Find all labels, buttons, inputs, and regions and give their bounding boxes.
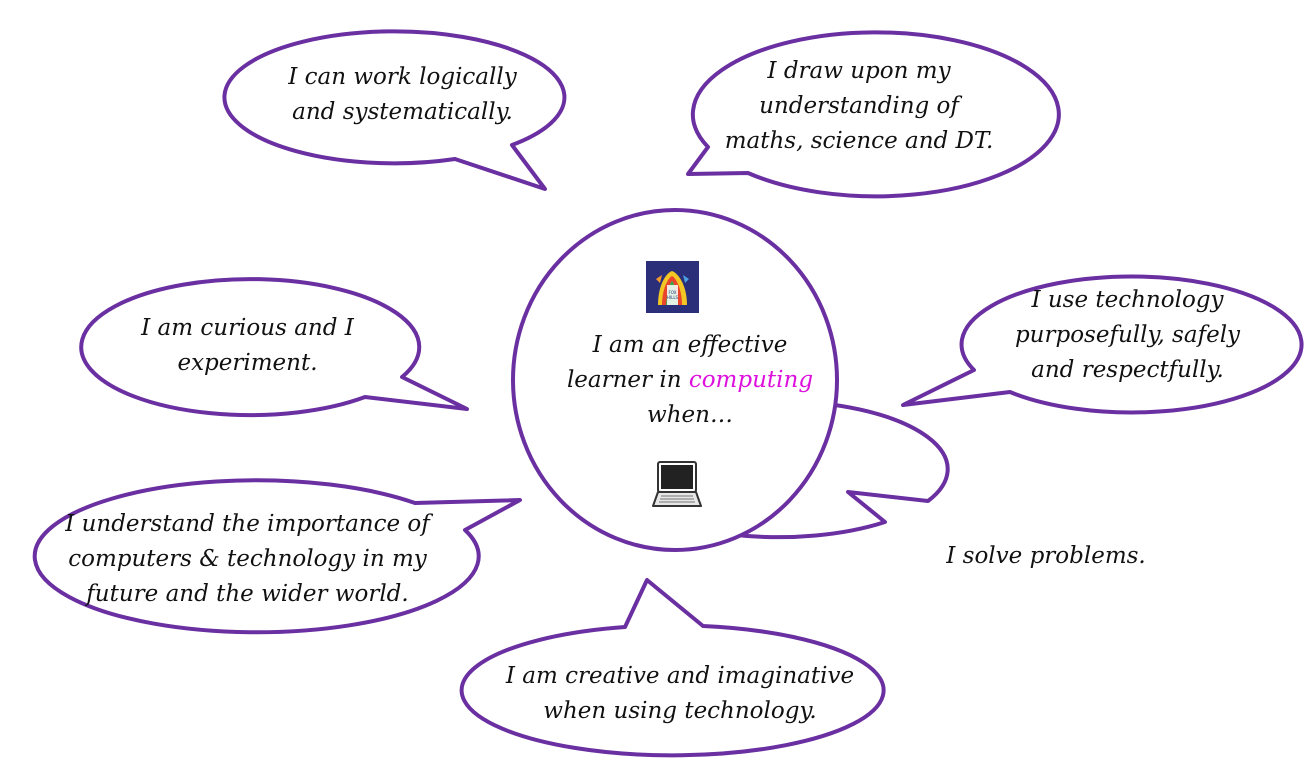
speech-bubble-maths [686, 30, 1061, 199]
svg-text:FOX: FOX [669, 290, 677, 295]
speech-bubble-creative [459, 578, 886, 758]
bubble-maths-line-3: maths, science and DT. [724, 128, 994, 154]
bubble-importance-line-1: I understand the importance of [65, 511, 430, 537]
bubble-maths-line-2: understanding of [759, 93, 959, 119]
bubble-problems-line-1: I solve problems. [946, 543, 1146, 569]
bubble-logical-line-2: and systematically. [292, 99, 513, 125]
bubble-importance-line-3: future and the wider world. [86, 581, 409, 607]
bubble-logical-text: I can work logically and systematically. [260, 60, 545, 130]
bubble-maths-line-1: I draw upon my [767, 58, 951, 84]
bubble-technology-line-3: and respectfully. [1031, 357, 1224, 383]
center-circle [511, 208, 839, 552]
bubble-importance-line-2: computers & technology in my [68, 546, 427, 572]
laptop-icon [652, 461, 702, 507]
bubble-logical-line-1: I can work logically [288, 64, 517, 90]
speech-bubble-technology [901, 274, 1304, 415]
bubble-curious-line-2: experiment. [177, 350, 318, 376]
bubble-technology-text: I use technology purposefully, safely an… [990, 283, 1265, 388]
center-line-1: I am an effective [592, 332, 788, 358]
speech-bubble-logical [222, 29, 567, 191]
speech-bubble-curious [79, 277, 469, 418]
bubble-creative-line-2: when using technology. [543, 698, 817, 724]
speech-bubble-importance [32, 478, 522, 635]
center-line-3: when… [647, 402, 733, 428]
bubble-problems-text: I solve problems. [900, 539, 1192, 574]
foxhills-federation-logo: FOX HILLS [646, 261, 699, 313]
bubble-creative-text: I am creative and imaginative when using… [480, 659, 880, 729]
bubble-technology-line-1: I use technology [1031, 287, 1224, 313]
center-line-2: learner in computing [560, 363, 820, 398]
center-line-2-prefix: learner in [566, 367, 689, 393]
bubble-technology-line-2: purposefully, safely [1014, 322, 1241, 348]
svg-text:HILLS: HILLS [667, 295, 679, 300]
center-statement: I am an effective learner in computing w… [560, 328, 820, 433]
bubble-curious-text: I am curious and I experiment. [110, 311, 385, 381]
bubble-curious-line-1: I am curious and I [141, 315, 354, 341]
bubble-creative-line-1: I am creative and imaginative [505, 663, 855, 689]
bubble-maths-text: I draw upon my understanding of maths, s… [700, 54, 1018, 159]
highlight-computing: computing [688, 367, 814, 393]
bubble-importance-text: I understand the importance of computers… [40, 507, 455, 612]
